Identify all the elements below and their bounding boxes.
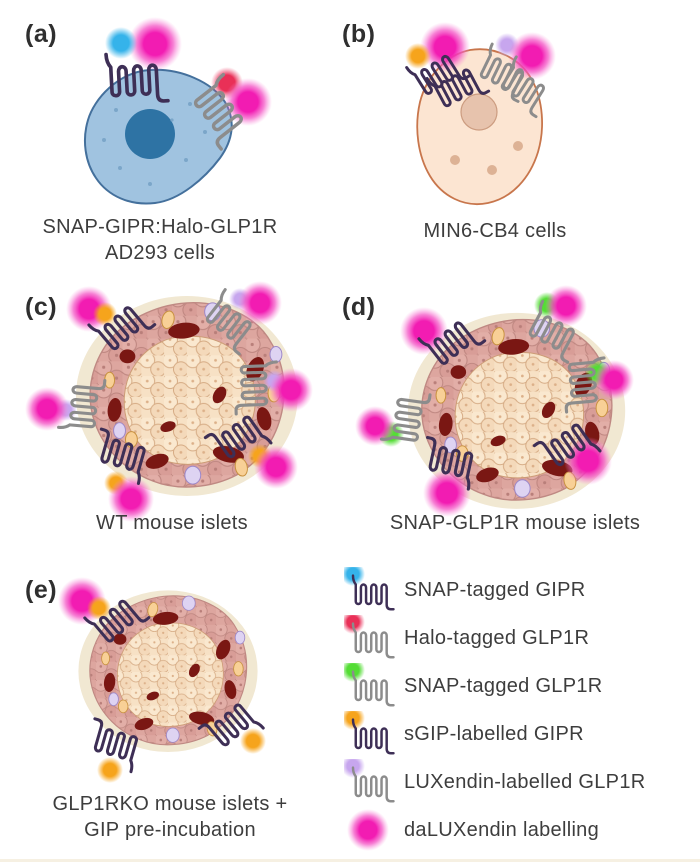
legend-label: LUXendin-labelled GLP1R bbox=[404, 770, 646, 793]
caption-line: SNAP-GLP1R mouse islets bbox=[389, 512, 641, 534]
daluxendin-blob bbox=[254, 445, 298, 489]
snap-glp1r-receptor-icon bbox=[344, 663, 395, 707]
cell-speckles bbox=[102, 102, 207, 186]
snap-tag-dot bbox=[105, 27, 137, 59]
panel-letter-e: (e) bbox=[25, 576, 58, 604]
caption-line: MIN6-CB4 cells bbox=[423, 220, 567, 242]
min6-cell-illustration bbox=[405, 22, 559, 205]
glp1rko-islet-illustration bbox=[58, 577, 266, 783]
sgip-dot bbox=[97, 757, 123, 783]
sgip-dot bbox=[240, 728, 266, 754]
daluxendin-blob bbox=[508, 32, 556, 80]
legend-label: daLUXendin labelling bbox=[404, 818, 600, 841]
caption-line: GIP pre-incubation bbox=[84, 819, 256, 841]
daluxendin-blob-icon bbox=[347, 809, 389, 851]
daluxendin-blob bbox=[423, 469, 471, 517]
daluxendin-blob bbox=[545, 285, 587, 327]
panel-letter-a: (a) bbox=[25, 20, 58, 48]
sgip-dot bbox=[93, 302, 117, 326]
ad293-cell-illustration bbox=[83, 17, 272, 205]
legend-label: SNAP-tagged GLP1R bbox=[404, 674, 603, 697]
caption-panel-d: SNAP-GLP1R mouse islets bbox=[348, 510, 682, 536]
daluxendin-blob bbox=[108, 476, 154, 522]
bottom-edge-strip bbox=[0, 859, 700, 862]
legend-item-luxendin-glp1r: LUXendin-labelled GLP1R bbox=[344, 758, 700, 806]
panel-letter-c: (c) bbox=[25, 293, 58, 321]
cell-granules bbox=[450, 141, 523, 175]
ad293-nucleus bbox=[125, 109, 175, 159]
daluxendin-blob bbox=[594, 360, 634, 400]
sgip-dot bbox=[405, 43, 431, 69]
wt-islet-illustration bbox=[25, 281, 313, 522]
legend-label: SNAP-tagged GIPR bbox=[404, 578, 586, 601]
daluxendin-blob bbox=[400, 307, 448, 355]
legend-item-snap-glp1r: SNAP-tagged GLP1R bbox=[344, 662, 700, 710]
legend-label: Halo-tagged GLP1R bbox=[404, 626, 590, 649]
caption-panel-a: SNAP-GIPR:Halo-GLP1R AD293 cells bbox=[0, 214, 320, 266]
legend-item-halo-glp1r: Halo-tagged GLP1R bbox=[344, 614, 700, 662]
panel-letter-b: (b) bbox=[342, 20, 376, 48]
caption-panel-c: WT mouse islets bbox=[22, 510, 322, 536]
caption-line: AD293 cells bbox=[104, 242, 216, 264]
snap-gipr-receptor-icon bbox=[344, 567, 395, 611]
daluxendin-blob bbox=[25, 387, 69, 431]
caption-line: WT mouse islets bbox=[96, 512, 248, 534]
daluxendin-blob bbox=[224, 78, 272, 126]
legend-item-sgip-gipr: sGIP-labelled GIPR bbox=[344, 710, 700, 758]
legend-item-daluxendin: daLUXendin labelling bbox=[344, 806, 700, 854]
daluxendin-blob bbox=[128, 17, 182, 71]
caption-panel-e: GLP1RKO mouse islets + GIP pre-incubatio… bbox=[15, 791, 325, 843]
daluxendin-blob bbox=[238, 281, 282, 325]
legend-item-snap-gipr: SNAP-tagged GIPR bbox=[344, 566, 700, 614]
legend-label: sGIP-labelled GIPR bbox=[404, 722, 584, 745]
panel-letter-d: (d) bbox=[342, 293, 376, 321]
caption-line: GLP1RKO mouse islets + bbox=[52, 793, 288, 815]
sgip-dot bbox=[87, 596, 111, 620]
luxendin-glp1r-receptor-icon bbox=[344, 759, 395, 803]
legend: SNAP-tagged GIPR Halo-tagged GLP1R SNAP-… bbox=[344, 566, 700, 854]
daluxendin-blob bbox=[355, 406, 395, 446]
caption-panel-b: MIN6-CB4 cells bbox=[350, 218, 640, 244]
min6-nucleus bbox=[460, 93, 498, 131]
sgip-gipr-receptor-icon bbox=[344, 711, 395, 755]
daluxendin-blob bbox=[420, 22, 470, 72]
caption-line: SNAP-GIPR:Halo-GLP1R bbox=[42, 216, 278, 238]
snap-glp1r-islet-illustration bbox=[355, 285, 634, 517]
daluxendin-blob bbox=[564, 437, 612, 485]
daluxendin-blob bbox=[269, 368, 313, 412]
halo-glp1r-receptor-icon bbox=[344, 615, 395, 659]
